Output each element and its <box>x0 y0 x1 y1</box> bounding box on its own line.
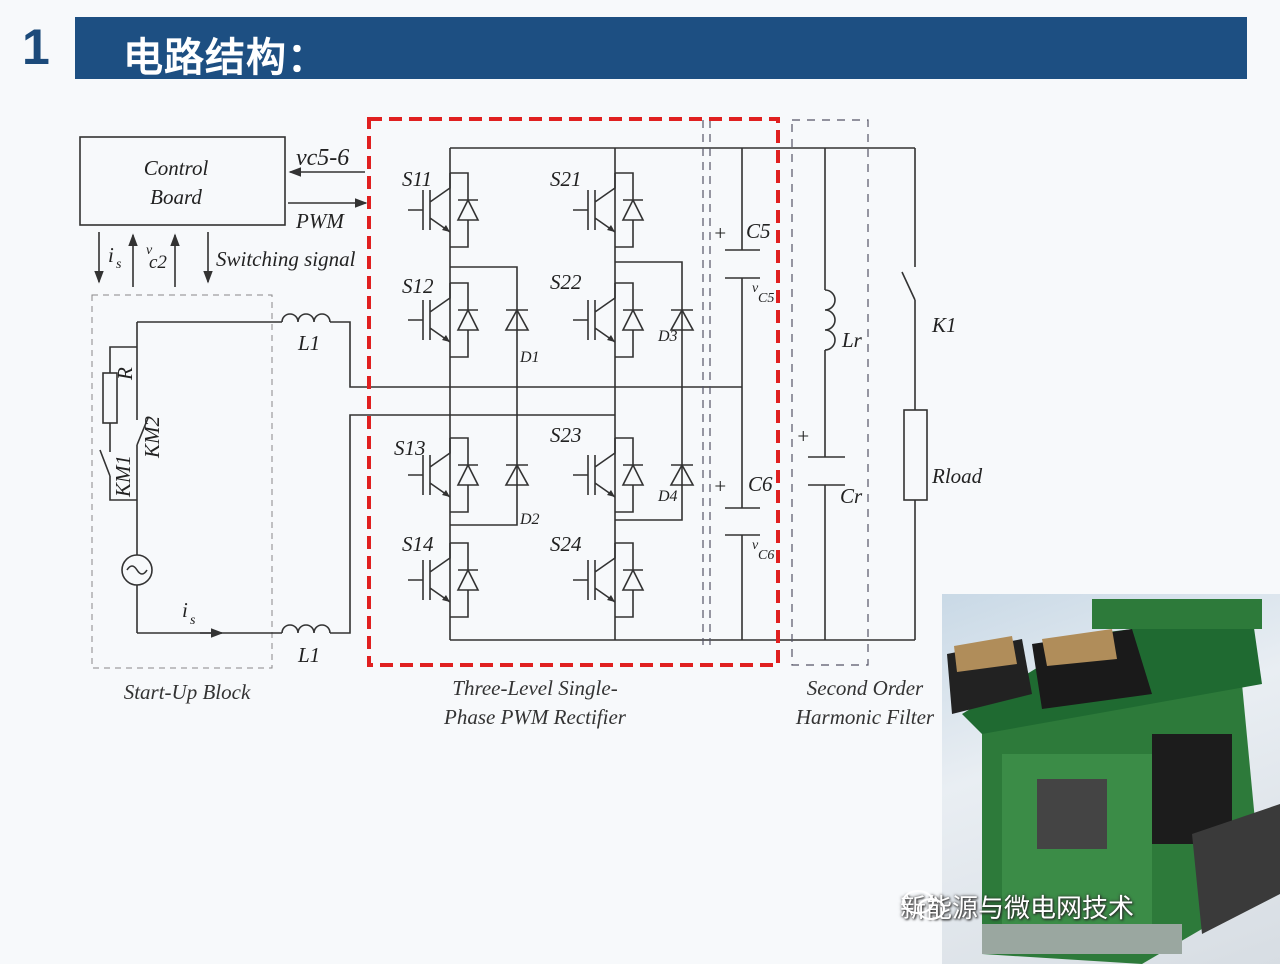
rload-label: Rload <box>931 464 983 488</box>
cr-plus: + <box>796 424 810 448</box>
control-board-label-2: Board <box>150 185 202 209</box>
km1-label: KM1 <box>111 455 135 498</box>
igbt-s22 <box>573 282 645 358</box>
inductor-l1-top <box>281 313 331 323</box>
switch-label-s12: S12 <box>402 274 434 298</box>
igbt-s23 <box>573 437 645 513</box>
filter-box <box>791 119 869 666</box>
vc56-label: vc5-6 <box>296 145 349 171</box>
cr-label: Cr <box>840 484 863 508</box>
sine-icon <box>126 565 148 575</box>
c5-plus: + <box>713 221 727 245</box>
switch-label-s24: S24 <box>550 532 582 556</box>
igbt-s21 <box>573 172 645 248</box>
switch-label-s21: S21 <box>550 167 582 191</box>
switch-label-s11: S11 <box>402 167 432 191</box>
caption-filter-2: Harmonic Filter <box>795 705 935 729</box>
switching-label: Switching signal <box>216 247 356 271</box>
resistor-r <box>102 372 118 424</box>
is-sub: s <box>116 257 122 272</box>
c6-label: C6 <box>748 472 773 496</box>
km2-label: KM2 <box>140 416 164 460</box>
hardware-illustration <box>947 599 1280 964</box>
switch-label-s23: S23 <box>550 423 582 447</box>
caption-rectifier-1: Three-Level Single- <box>452 676 617 700</box>
vc5-sub: C5 <box>758 291 774 306</box>
inductor-lr <box>824 289 836 351</box>
rectifier-highlight-box <box>367 117 780 667</box>
diode-label-d1: D1 <box>519 349 540 366</box>
clamp-diode-d3 <box>669 308 695 331</box>
pwm-label: PWM <box>295 209 345 233</box>
inductor-l1-bottom <box>281 624 331 634</box>
section-number: 1 <box>22 19 50 75</box>
lr-label: Lr <box>841 328 863 352</box>
is-label: i <box>108 243 114 267</box>
wechat-icon <box>902 890 945 920</box>
caption-startup: Start-Up Block <box>124 680 251 704</box>
watermark-text: 新能源与微电网技术 <box>900 894 1135 924</box>
c6-plus: + <box>713 474 727 498</box>
k1-label: K1 <box>931 313 957 337</box>
is-source-sub: s <box>190 613 196 628</box>
wire-l1-bottom <box>137 414 615 634</box>
c5-label: C5 <box>746 219 771 243</box>
caption-rectifier-2: Phase PWM Rectifier <box>443 705 627 729</box>
dc-link-dashed <box>702 120 711 645</box>
control-board-label-1: Control <box>144 156 209 180</box>
hardware-photo <box>942 594 1280 964</box>
switch-label-s13: S13 <box>394 436 426 460</box>
r-km1-branch <box>99 346 137 501</box>
wire-l1-top <box>137 321 450 388</box>
igbt-s13 <box>408 437 480 513</box>
watermark: 新能源与微电网技术 <box>900 888 1134 925</box>
switch-label-s22: S22 <box>550 270 582 294</box>
page-title: 电路结构： <box>123 35 328 81</box>
igbt-s14 <box>408 542 480 618</box>
diode-label-d3: D3 <box>657 328 678 345</box>
igbt-s12 <box>408 282 480 358</box>
km2-branch <box>136 322 149 633</box>
ac-source <box>121 554 153 586</box>
r-label: R <box>113 367 137 381</box>
diode-label-d2: D2 <box>519 511 540 528</box>
l1-bottom-label: L1 <box>297 643 320 667</box>
startup-block-box <box>91 294 273 669</box>
is-source-label: i <box>182 598 188 622</box>
diode-label-d4: D4 <box>657 488 678 505</box>
resistor-rload <box>903 409 928 501</box>
l1-top-label: L1 <box>297 331 320 355</box>
vc5-main: v <box>752 281 759 296</box>
switch-label-s14: S14 <box>402 532 434 556</box>
caption-filter-1: Second Order <box>807 676 924 700</box>
igbt-s24 <box>573 542 645 618</box>
vc6-sub: C6 <box>758 548 774 563</box>
clamp-diode-d2 <box>504 463 530 486</box>
control-board <box>79 136 286 226</box>
vc2-sub: c2 <box>149 252 167 273</box>
clamp-diode-d1 <box>504 308 530 331</box>
header-bar: 电路结构： <box>75 17 1247 81</box>
vc2-main: v <box>146 243 153 258</box>
filter-wiring <box>808 148 845 640</box>
load-wiring <box>901 148 916 640</box>
rectifier-wiring <box>449 147 915 641</box>
vc6-main: v <box>752 538 759 553</box>
clamp-diode-d4 <box>669 463 695 486</box>
igbt-s11 <box>408 172 480 248</box>
